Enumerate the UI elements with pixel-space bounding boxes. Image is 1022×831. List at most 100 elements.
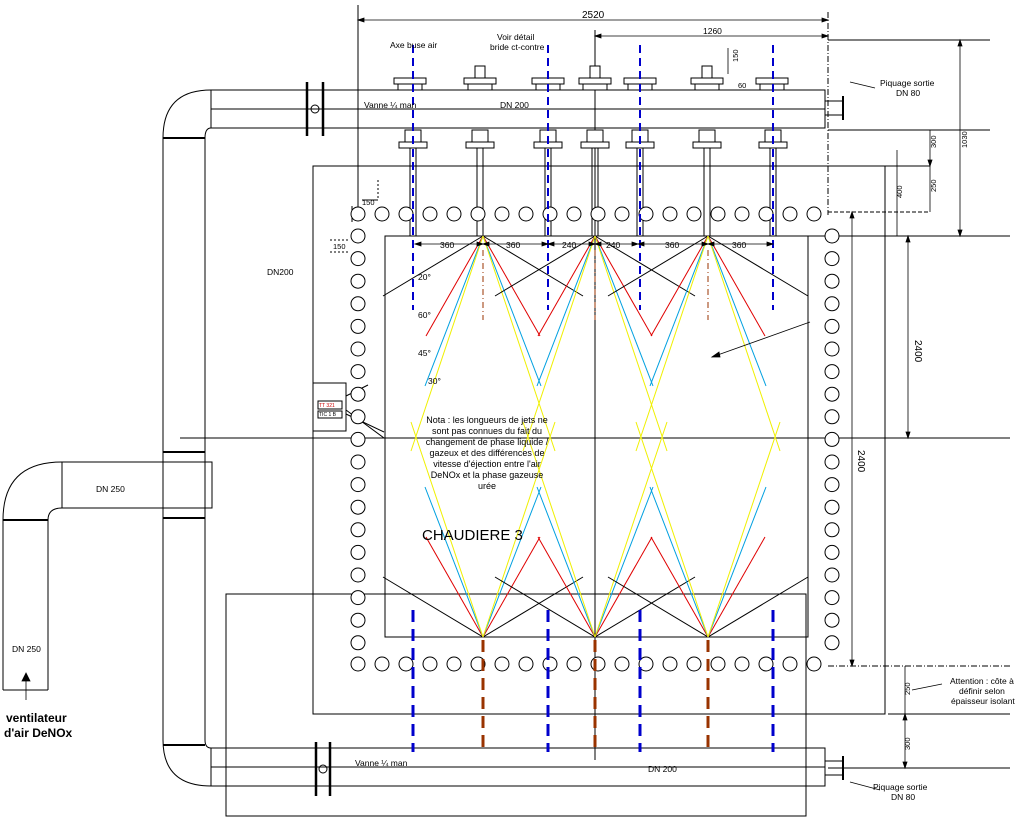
nota-line-1: Nota : les longueurs de jets ne (426, 415, 548, 425)
jet-bottom-left-0-3 (410, 421, 484, 638)
tube-right (824, 612, 840, 628)
tube-top (590, 206, 606, 222)
dim-flange-height: 150 (731, 49, 740, 62)
nozzle-axes (411, 45, 775, 752)
jet-bottom-right-0-2 (482, 486, 542, 638)
tube-bottom (494, 656, 510, 672)
jet-top-left-0-3 (410, 235, 484, 452)
tube-left (350, 431, 366, 447)
label-axe-buse: Axe buse air (390, 40, 437, 50)
nozzle-block-1 (471, 129, 489, 143)
structure (180, 5, 1010, 817)
tube-top (566, 206, 582, 222)
jet-bottom-left-0-1 (425, 536, 484, 638)
tube-left (350, 567, 366, 583)
tube-left (350, 477, 366, 493)
label-attention-3: épaisseur isolant (951, 696, 1015, 706)
nota-line-3: changement de phase liquide / (426, 437, 549, 447)
jet-top-left-1-3 (522, 235, 596, 452)
tube-left (350, 273, 366, 289)
flange-neck-1 (467, 83, 493, 91)
label-dn250-vertical: DN 250 (12, 644, 41, 654)
dim-spacing-4: 240 (606, 240, 620, 250)
dim-spacing-5: 360 (665, 240, 679, 250)
label-dn250-horizontal: DN 250 (96, 484, 125, 494)
jet-top-right-1-0 (594, 235, 696, 297)
tube-left (350, 296, 366, 312)
boiler-casing (312, 165, 886, 715)
dim-inner-height: 2400 (912, 340, 923, 363)
tube-top (542, 206, 558, 222)
tube-left (350, 499, 366, 515)
tube-right (824, 567, 840, 583)
tube-bottom (614, 656, 630, 672)
jet-top-right-1-2 (594, 235, 654, 387)
jet-top-left-0-1 (425, 235, 484, 337)
jet-bottom-left-1-0 (494, 576, 596, 638)
tube-right (824, 477, 840, 493)
tube-bottom (398, 656, 414, 672)
jet-bottom-left-0-0 (382, 576, 484, 638)
tube-right (824, 251, 840, 267)
tube-left (350, 590, 366, 606)
tube-right (824, 409, 840, 425)
tube-right (824, 228, 840, 244)
tube-right (824, 318, 840, 334)
dim-spacing-2: 360 (506, 240, 520, 250)
tube-left (350, 522, 366, 538)
flange-neck-5 (694, 83, 720, 91)
tube-left (350, 635, 366, 651)
jet-bottom-left-0-2 (424, 486, 484, 638)
nota-line-2: sont pas connues du fait du (432, 426, 542, 436)
nozzle-flange-5 (692, 141, 722, 149)
dim-spacing-3: 240 (562, 240, 576, 250)
jet-bottom-left-2-3 (635, 421, 709, 638)
pipes (2, 82, 844, 796)
dimension-lines (21, 17, 963, 791)
jet-top-left-0-0 (382, 235, 484, 297)
dn250-branch (61, 461, 213, 509)
dim-half-width: 1260 (703, 26, 722, 36)
lower-frame (225, 593, 807, 817)
jet-top-left-2-0 (607, 235, 709, 297)
flange-stub-3 (589, 65, 601, 79)
jet-bottom-left-1-3 (522, 421, 596, 638)
tube-left (350, 612, 366, 628)
label-dn200-side: DN200 (267, 267, 294, 277)
flange-stub-5 (701, 65, 713, 79)
jet-top-right-2-3 (707, 235, 781, 452)
dim-total-width: 2520 (582, 10, 605, 21)
dim-small-a: 150 (362, 198, 375, 207)
label-dn200-top: DN 200 (500, 100, 529, 110)
label-piquage-top-2: DN 80 (896, 88, 920, 98)
tube-top (494, 206, 510, 222)
tube-left (350, 386, 366, 402)
tube-right (824, 454, 840, 470)
jet-top-left-0-2 (424, 235, 484, 387)
tube-bottom (350, 656, 366, 672)
tube-right (824, 544, 840, 560)
jet-top-left-1-2 (536, 235, 596, 387)
label-angle-20: 20° (418, 272, 431, 282)
nozzle-block-3 (586, 129, 604, 143)
tube-left (350, 341, 366, 357)
flange-plate-0 (393, 77, 427, 85)
tube-top (758, 206, 774, 222)
dim-boiler-height: 2400 (855, 450, 866, 473)
tube-top (446, 206, 462, 222)
flange-stub-1 (474, 65, 486, 79)
label-piquage-top-1: Piquage sortie (880, 78, 935, 88)
tube-bottom (518, 656, 534, 672)
tube-bottom (782, 656, 798, 672)
nota-line-4: gazeux et des différences de (430, 448, 545, 458)
label-fan-1: ventilateur (6, 711, 67, 725)
label-angle-60: 60° (418, 310, 431, 320)
tube-left (350, 228, 366, 244)
tube-bottom (662, 656, 678, 672)
jet-bottom-left-2-2 (649, 486, 709, 638)
jet-bottom-right-2-2 (707, 486, 767, 638)
tube-right (824, 499, 840, 515)
nota-text: Nota : les longueurs de jets ne sont pas… (426, 415, 549, 491)
tube-top (350, 206, 366, 222)
